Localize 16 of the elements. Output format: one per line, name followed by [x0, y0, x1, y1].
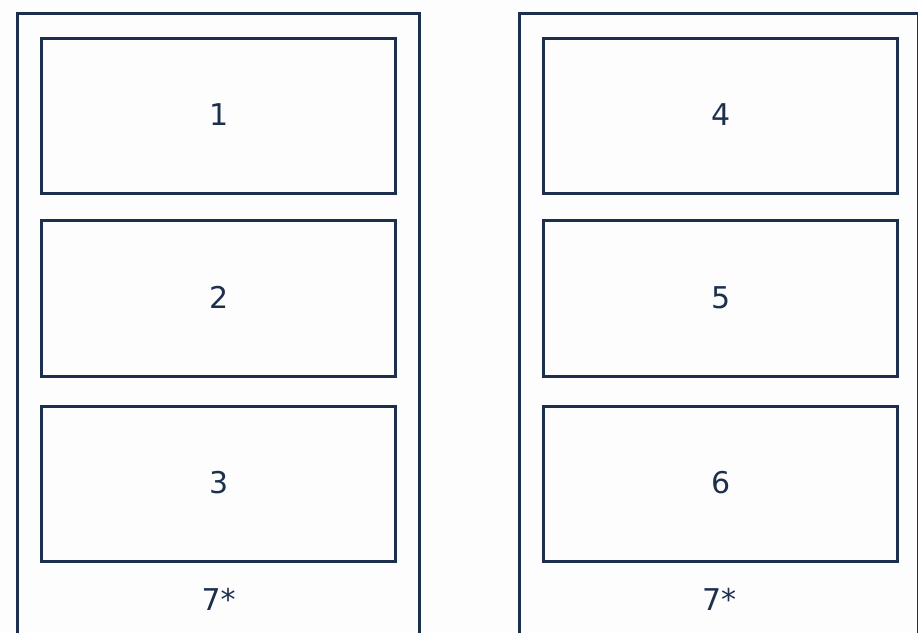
numbered-box — [40, 219, 397, 378]
numbered-box — [40, 405, 397, 563]
panel — [16, 12, 421, 633]
box-number: 2 — [208, 280, 230, 316]
numbered-box — [542, 405, 899, 563]
numbered-box — [542, 37, 899, 195]
box-number: 3 — [208, 466, 230, 502]
numbered-box — [542, 219, 899, 378]
panel-label: 7* — [200, 583, 237, 619]
panel-label: 7* — [700, 583, 738, 619]
box-number: 6 — [710, 466, 732, 502]
numbered-box — [40, 37, 397, 195]
box-number: 1 — [208, 98, 230, 134]
panel — [518, 12, 918, 633]
box-number: 4 — [710, 98, 732, 134]
box-number: 5 — [710, 280, 732, 316]
